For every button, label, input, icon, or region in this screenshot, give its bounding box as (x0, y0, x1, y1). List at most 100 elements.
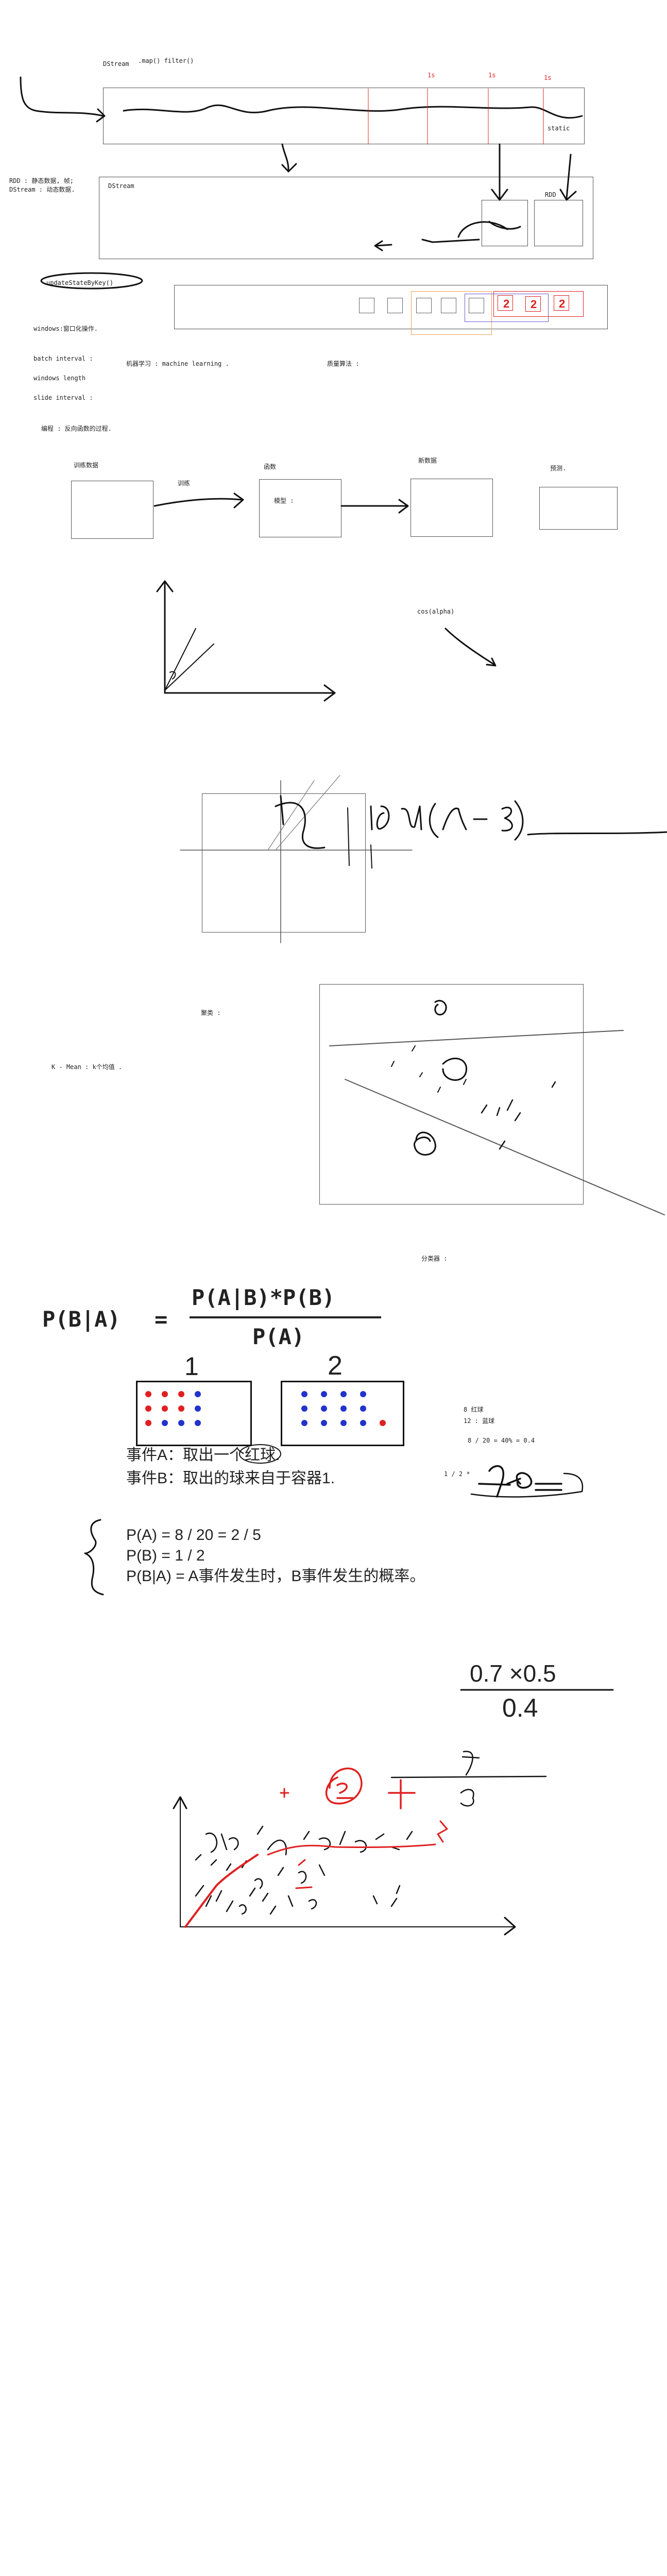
down-arrow-1 (281, 143, 289, 171)
input-arrow-head (96, 108, 106, 123)
windows-note: windows:窗口化操作. (33, 325, 98, 332)
batch-square-2 (387, 298, 403, 313)
container-1-ball (145, 1405, 151, 1412)
container-1-ball (178, 1420, 184, 1426)
batch-row-box (174, 285, 608, 329)
time-mark-2: 1s (488, 72, 496, 79)
static-label: static (548, 125, 570, 132)
container-1-label: 1 (184, 1352, 199, 1381)
batch-interval-label: batch interval : (33, 355, 93, 362)
dstream-rdd-box (99, 177, 593, 259)
hand-calc-numerator: 0.7 ×0.5 (470, 1660, 556, 1687)
programming-note: 编程 : 反向函数的过程. (41, 425, 112, 432)
cos-label: cos(alpha) (417, 608, 455, 615)
container-1 (136, 1381, 252, 1446)
classifier-label: 分类器 : (421, 1255, 448, 1262)
batch-square-3 (416, 298, 432, 313)
batch-square-5 (469, 298, 484, 313)
ml-label: 机器学习 : machine learning . (126, 360, 229, 367)
container-1-ball (162, 1391, 168, 1397)
formula-denominator: P(A) (252, 1324, 305, 1349)
container-2-ball (301, 1391, 307, 1397)
red-ball-circle (239, 1444, 281, 1464)
container-1-ball (178, 1391, 184, 1397)
container-2-ball (301, 1405, 307, 1412)
train-data-box (71, 481, 153, 539)
prob-a: P(A) = 8 / 20 = 2 / 5 (126, 1527, 261, 1544)
algorithm-label: 质量算法 : (327, 360, 360, 367)
container-2-ball (360, 1405, 366, 1412)
window-frame-red (493, 291, 584, 317)
container-1-ball (145, 1420, 151, 1426)
event-a: 事件A：取出一个红球. (126, 1447, 280, 1464)
vector-angle-box (202, 793, 366, 933)
container-2-ball (321, 1420, 327, 1426)
batch-square-4 (441, 298, 456, 313)
container-2-ball (340, 1405, 347, 1412)
train-label: 训练 (178, 480, 191, 487)
container-2-ball (380, 1420, 386, 1426)
container-1-ball (162, 1405, 168, 1412)
half-times: 1 / 2 * (444, 1470, 470, 1478)
function-label: 函数 (264, 463, 277, 470)
container-1-ball (162, 1420, 168, 1426)
batch-num-2: 2 (531, 298, 537, 311)
batch-square-7 (525, 296, 541, 312)
container-1-ball (145, 1391, 151, 1397)
predict-box (539, 487, 618, 530)
ops-label: .map() filter() (138, 57, 194, 64)
container-2-label: 2 (328, 1351, 343, 1381)
kmeans-label: K - Mean : k个均值 . (52, 1063, 123, 1071)
dstream-box-label: DStream (108, 182, 134, 190)
classifier-line-2 (345, 1079, 665, 1215)
container-2-ball (360, 1420, 366, 1426)
batch-num-1: 2 (503, 297, 510, 310)
function-box (259, 479, 341, 537)
update-fn-label: updateStateByKey() (46, 279, 114, 286)
cos-arrow (444, 628, 495, 666)
predict-label: 预测. (550, 465, 567, 472)
classifier-line-1 (329, 1030, 624, 1046)
model-label: 模型 : (274, 497, 294, 504)
container-2-ball (340, 1420, 347, 1426)
time-mark-1: 1s (427, 72, 435, 79)
batch-square-6 (498, 295, 513, 311)
update-fn-circle (40, 272, 143, 290)
ratio: 8 / 20 = 40% = 0.4 (468, 1437, 535, 1444)
train-data-label: 训练数据 (74, 462, 99, 469)
formula-numerator: P(A|B)*P(B) (192, 1285, 335, 1310)
container-2-ball (360, 1391, 366, 1397)
batch-num-3: 2 (559, 297, 566, 310)
container-2-ball (301, 1420, 307, 1426)
dstream-label: DStream (103, 60, 129, 67)
prob-b: P(B) = 1 / 2 (126, 1547, 205, 1564)
hand-calc-denominator: 0.4 (502, 1693, 538, 1722)
container-2-ball (321, 1405, 327, 1412)
window-frame-orange (411, 291, 492, 335)
prob-bracket (84, 1519, 104, 1596)
event-b: 事件B：取出的球来自于容器1. (126, 1470, 335, 1487)
cluster-label: 聚类 : (201, 1009, 221, 1016)
rdd-note-2: DStream : 动态数据. (9, 186, 75, 193)
container-1-ball (195, 1391, 201, 1397)
container-2 (281, 1381, 404, 1446)
fraction-bar (190, 1316, 381, 1318)
blue-count: 12 : 蓝球 (464, 1417, 495, 1425)
formula-eq: = (155, 1307, 168, 1332)
slide-interval-label: slide interval : (33, 394, 93, 401)
formula-lhs: P(B|A) (42, 1307, 121, 1332)
left-arrow-1 (421, 239, 480, 243)
container-2-ball (321, 1391, 327, 1397)
container-2-ball (340, 1391, 347, 1397)
rdd-note-1: RDD : 静态数据, 帧; (9, 177, 74, 184)
prob-b-given-a: P(B|A) = A事件发生时，B事件发生的概率。 (126, 1568, 425, 1585)
batch-square-1 (359, 298, 374, 313)
red-strokes (184, 88, 544, 1928)
container-1-ball (195, 1405, 201, 1412)
rdd-box-b (534, 200, 583, 246)
new-data-box (411, 479, 493, 537)
window-frame-purple (465, 294, 549, 322)
train-arrow (153, 498, 243, 507)
time-mark-3: 1s (544, 74, 552, 81)
